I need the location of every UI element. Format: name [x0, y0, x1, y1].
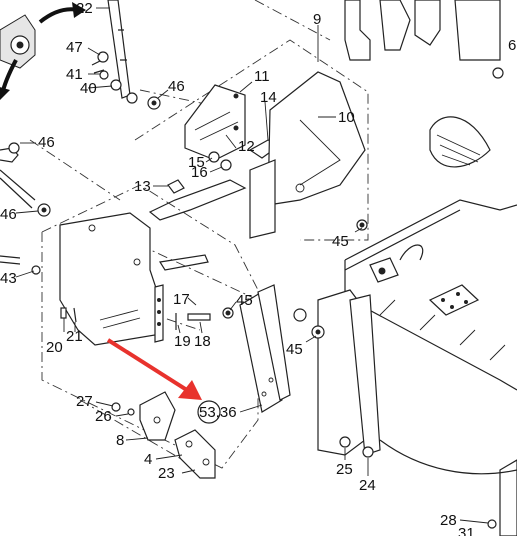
bracket-8 — [111, 391, 216, 479]
callout-25: 25 — [336, 461, 353, 478]
callout-40: 40 — [80, 80, 97, 97]
callout-11: 11 — [254, 68, 270, 85]
callout-26: 26 — [95, 408, 112, 425]
callout-31: 31 — [458, 525, 475, 536]
callout-13: 13 — [134, 178, 151, 195]
callout-46: 46 — [38, 134, 55, 151]
callout-4: 4 — [144, 451, 152, 468]
highlight-circle — [197, 400, 221, 424]
highlight-arrow — [106, 338, 202, 400]
rod-13 — [148, 179, 247, 221]
callout-53-36: 53,36 — [199, 404, 237, 421]
callout-12: 12 — [238, 138, 255, 155]
right-machine-frame — [293, 0, 517, 536]
callout-17: 17 — [173, 291, 190, 308]
callout-43: 43 — [0, 270, 17, 287]
callout-41: 41 — [66, 66, 83, 83]
callout-46: 46 — [0, 206, 17, 223]
callout-6: 6 — [508, 37, 516, 54]
top-left-assembly — [0, 0, 161, 110]
callout-10: 10 — [338, 109, 355, 126]
callout-19: 19 — [174, 333, 191, 350]
callout-16: 16 — [191, 164, 208, 181]
callout-28: 28 — [440, 512, 457, 529]
vertical-plate-36 — [222, 284, 291, 413]
parts-17-19 — [154, 284, 211, 343]
callout-8: 8 — [116, 432, 124, 449]
callout-9: 9 — [313, 11, 321, 28]
callout-46: 46 — [168, 78, 185, 95]
callout-18: 18 — [194, 333, 211, 350]
callout-15: 15 — [188, 154, 205, 171]
callout-24: 24 — [359, 477, 376, 494]
plate-10 — [249, 71, 368, 239]
assembly-outlines — [29, 0, 369, 471]
callout-45: 45 — [286, 341, 303, 358]
left-link-rods — [0, 142, 51, 275]
reference-arrows — [0, 2, 86, 100]
callout-14: 14 — [260, 89, 277, 106]
callout-23: 23 — [158, 465, 175, 482]
callout-21: 21 — [66, 328, 83, 345]
leader-lines — [15, 7, 489, 524]
callout-22: 22 — [76, 0, 93, 17]
main-side-plate — [59, 212, 209, 346]
callout-45: 45 — [332, 233, 349, 250]
callout-45: 45 — [236, 292, 253, 309]
callout-27: 27 — [76, 393, 93, 410]
pins-20-21 — [60, 307, 77, 323]
callout-20: 20 — [46, 339, 63, 356]
callout-47: 47 — [66, 39, 83, 56]
